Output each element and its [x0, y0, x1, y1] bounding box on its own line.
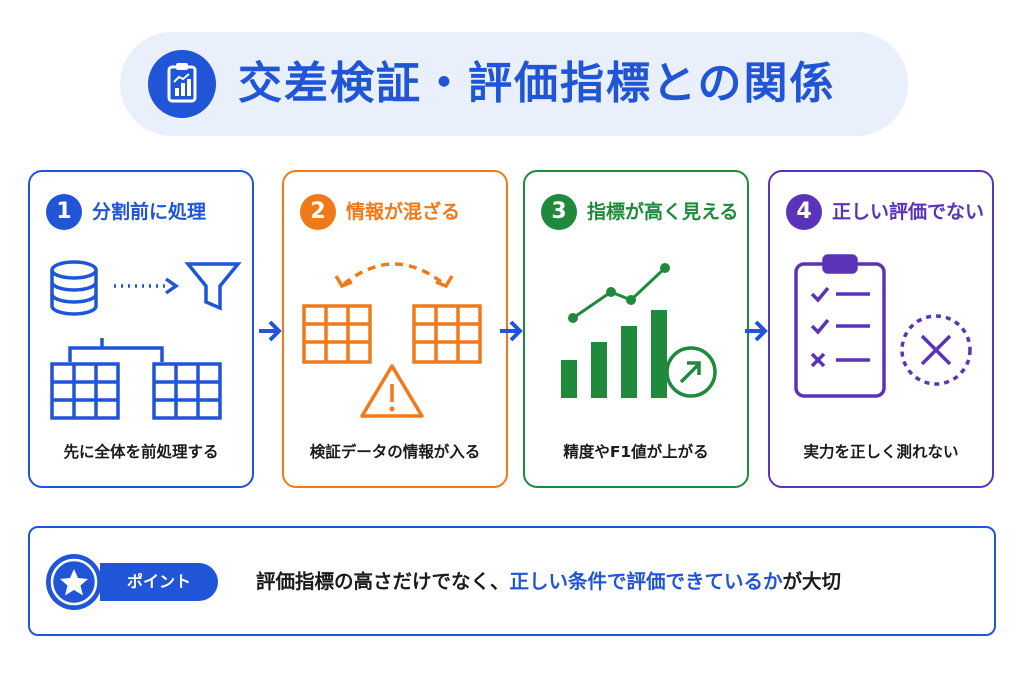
point-text: 評価指標の高さだけでなく、正しい条件で評価できているかが大切 [256, 564, 841, 600]
point-text-after: が大切 [782, 570, 842, 593]
step-title: 分割前に処理 [92, 201, 207, 223]
step-caption: 先に全体を前処理する [63, 443, 219, 461]
step-title: 情報が混ざる [346, 201, 461, 223]
step-card-2: 2 情報が混ざる 検証データの情報が入る [282, 170, 508, 488]
step-card-1: 1 分割前に処理 先に全体を前処理する [28, 170, 254, 488]
step-title: 指標が高く見える [587, 201, 739, 223]
point-box [28, 526, 996, 636]
page-title: 交差検証・評価指標との関係 [238, 58, 836, 109]
step-number-badge: 2 [300, 194, 336, 230]
step-card-4: 4 正しい評価でない 実力を正しく測れない [768, 170, 994, 488]
step-title: 正しい評価でない [832, 201, 985, 223]
database-filter-split-icon [50, 260, 242, 420]
clipboard-chart-icon [148, 50, 216, 118]
step-caption: 精度やF1値が上がる [563, 443, 709, 461]
rising-bar-chart-icon [561, 263, 717, 398]
step-number-badge: 4 [786, 194, 822, 230]
step-number-badge: 1 [46, 194, 82, 230]
step-caption: 検証データの情報が入る [309, 443, 481, 461]
step-caption: 実力を正しく測れない [803, 443, 959, 461]
arrow-right-icon [745, 320, 768, 342]
tables-swap-warning-icon [302, 262, 482, 418]
arrow-right-icon [500, 320, 523, 342]
checklist-cross-icon [794, 254, 972, 398]
arrow-right-icon [259, 320, 282, 342]
step-card-3: 3 指標が高く見える 精度やF1値が上がる [523, 170, 749, 488]
star-icon [46, 554, 102, 610]
point-badge: ポイント [100, 563, 218, 601]
step-number-badge: 3 [541, 194, 577, 230]
point-text-before: 評価指標の高さだけでなく、 [256, 570, 510, 593]
point-text-highlight: 正しい条件で評価できているか [509, 570, 783, 593]
title-banner [120, 32, 908, 136]
